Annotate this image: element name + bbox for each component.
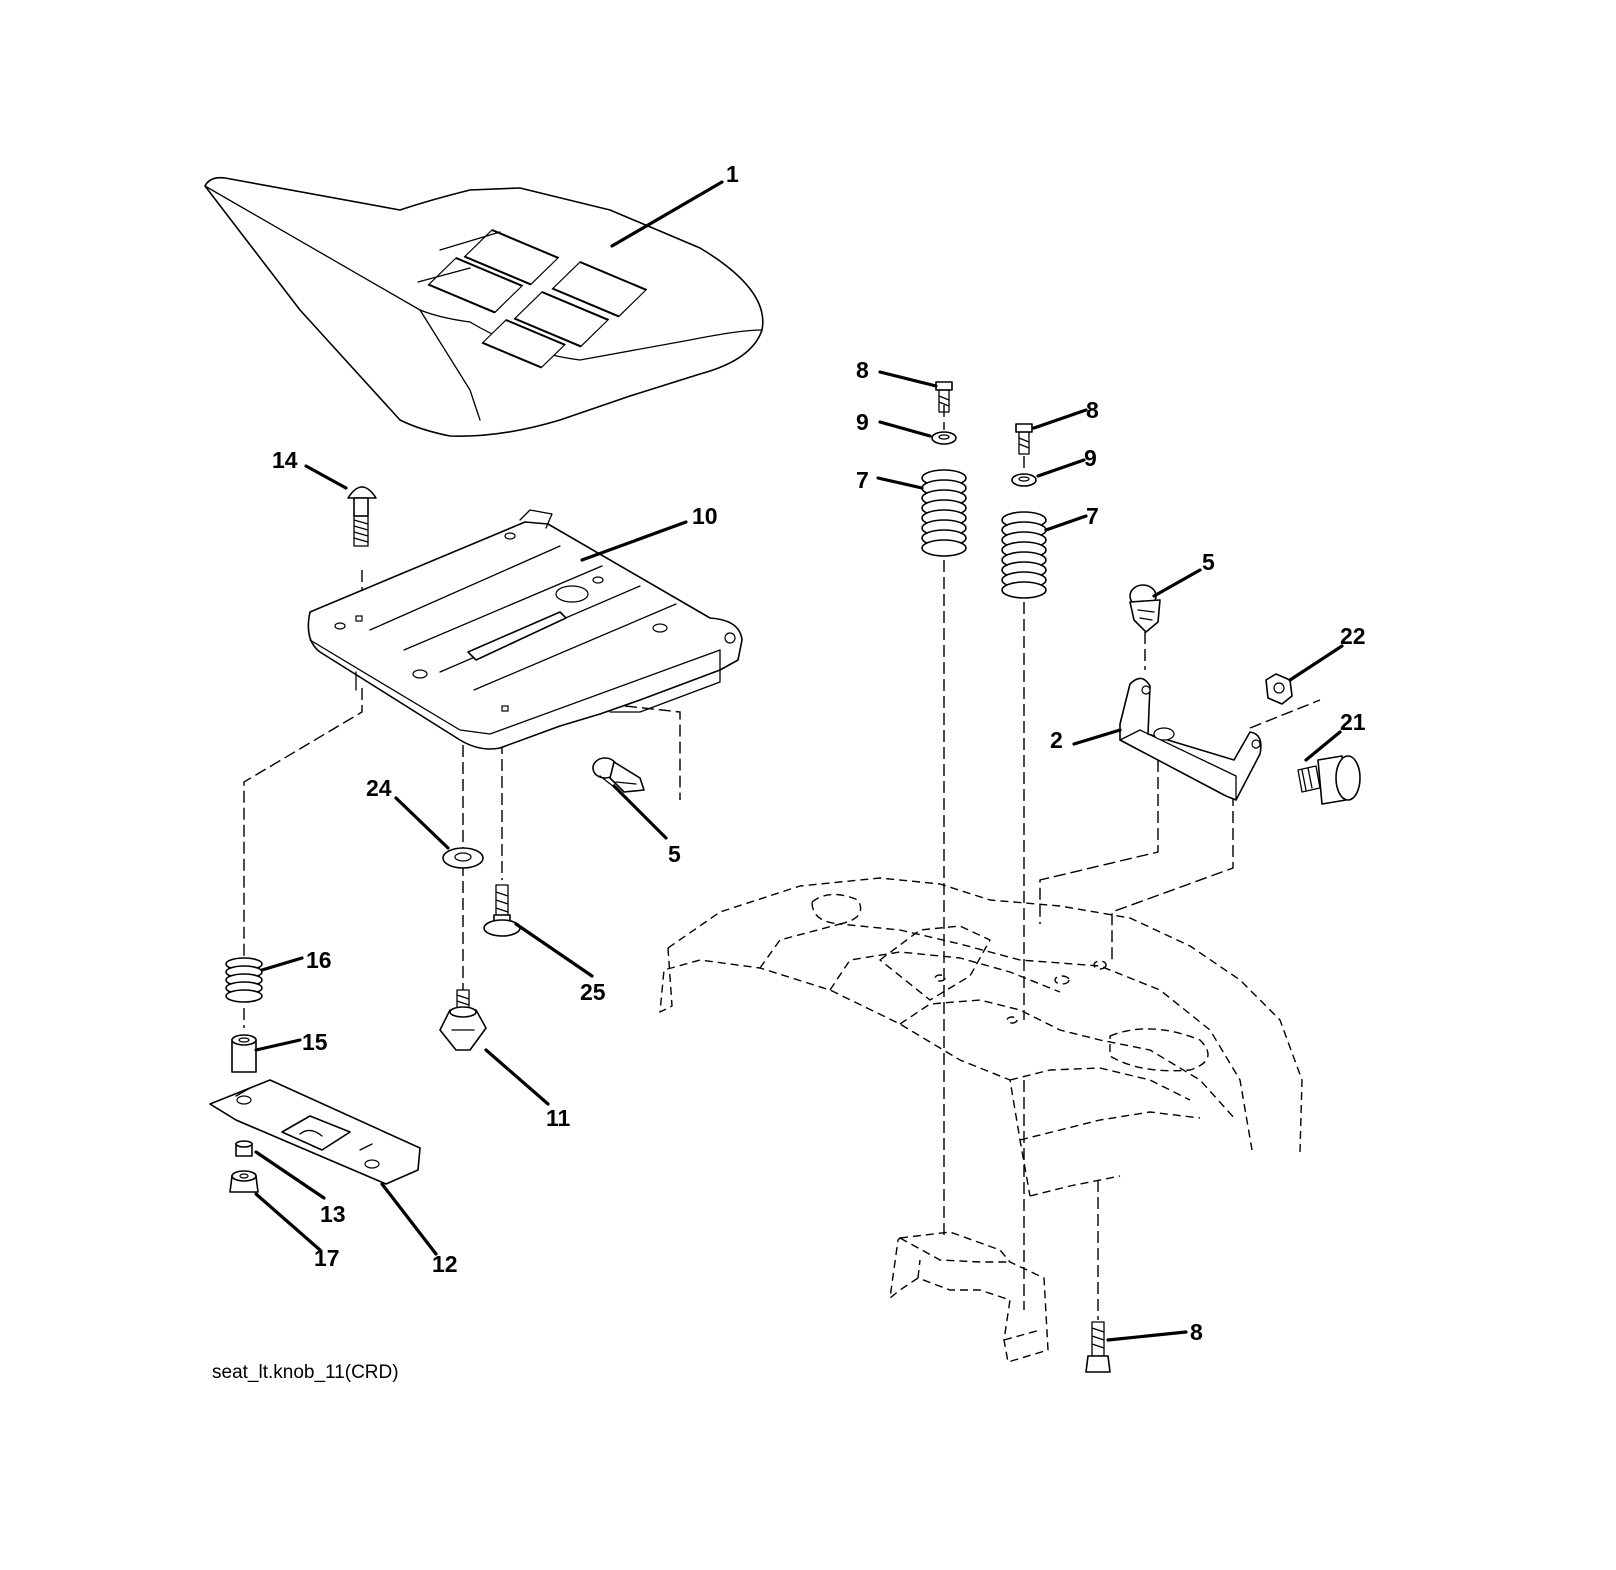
callout-leader-lines	[254, 180, 1344, 1342]
callout-7-left: 7	[856, 467, 869, 493]
hex-bolt-part-lower	[1085, 1321, 1111, 1373]
callout-1: 1	[726, 161, 739, 187]
callout-16: 16	[306, 947, 332, 973]
shoulder-screw-part-21	[1297, 755, 1361, 805]
shoulder-bolt-part	[483, 884, 521, 937]
callout-10: 10	[692, 503, 718, 529]
callout-9-right: 9	[1084, 445, 1097, 471]
wire-clip-part-right	[1129, 584, 1161, 633]
assembly-guide-lines	[243, 405, 1321, 1320]
callout-5-left: 5	[668, 841, 681, 867]
carriage-bolt-part	[347, 486, 377, 547]
compression-spring-part-right	[1001, 511, 1047, 599]
compression-spring-part-left	[921, 469, 967, 557]
callout-17: 17	[314, 1245, 340, 1271]
adjustment-knob-part	[439, 989, 487, 1051]
washer-part-9-right	[1011, 473, 1037, 487]
callout-15: 15	[302, 1029, 328, 1055]
callout-11: 11	[546, 1105, 571, 1131]
washer-part	[442, 847, 484, 869]
callout-8-upper-left: 8	[856, 357, 869, 383]
nut-part-13	[235, 1140, 253, 1157]
diagram-caption: seat_lt.knob_11(CRD)	[212, 1362, 399, 1383]
hex-nut-part-22	[1265, 673, 1293, 705]
callout-8-upper-right: 8	[1086, 397, 1099, 423]
bracket-part	[1119, 677, 1262, 801]
callout-7-right: 7	[1086, 503, 1099, 529]
callout-labels: 1 14 10 24 5 25 16 15 11 13 17 12 8 9 7 …	[272, 161, 1366, 1345]
callout-13: 13	[320, 1201, 346, 1227]
callout-14: 14	[272, 447, 298, 473]
spacer-part	[231, 1034, 257, 1073]
callout-8-lower: 8	[1190, 1319, 1203, 1345]
slide-plate-part	[209, 1079, 421, 1185]
washer-part-9-left	[931, 431, 957, 445]
callout-21: 21	[1340, 709, 1366, 735]
callout-24: 24	[366, 775, 392, 801]
lock-nut-part-17	[229, 1170, 259, 1193]
callout-25: 25	[580, 979, 606, 1005]
compression-spring-part-small	[225, 957, 263, 1003]
hex-bolt-part-upper-right	[1015, 423, 1033, 455]
callout-2: 2	[1050, 727, 1063, 753]
seat-part	[204, 176, 764, 437]
callout-5-right: 5	[1202, 549, 1215, 575]
wire-clip-part-left	[592, 757, 645, 793]
tractor-frame-outline	[659, 877, 1303, 1363]
callout-22: 22	[1340, 623, 1366, 649]
seat-pan-part	[307, 509, 743, 750]
callout-9-left: 9	[856, 409, 869, 435]
callout-12: 12	[432, 1251, 458, 1277]
